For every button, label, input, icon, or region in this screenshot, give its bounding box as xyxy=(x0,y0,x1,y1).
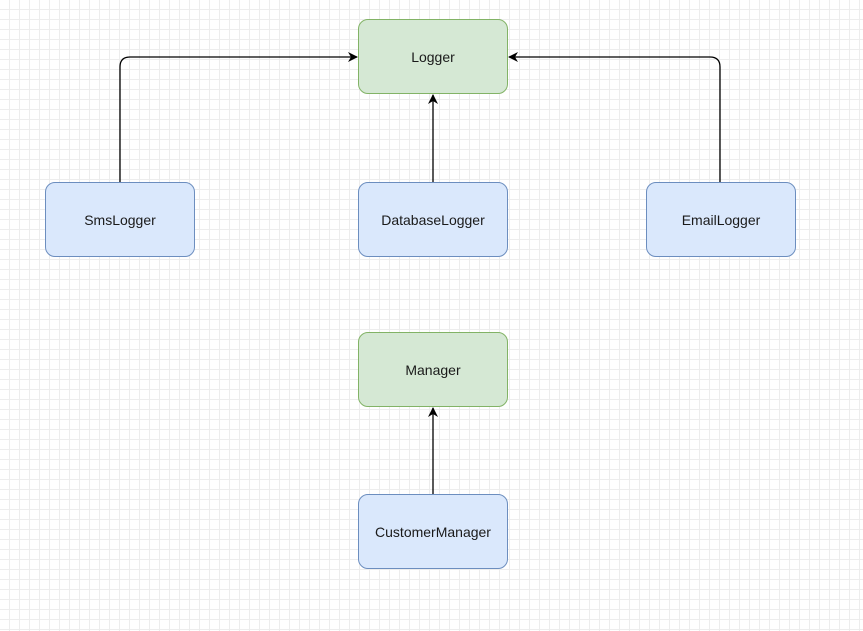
manager-node[interactable]: Manager xyxy=(358,332,508,407)
edge-smslogger-to-logger xyxy=(119,52,358,182)
database-logger-label: DatabaseLogger xyxy=(381,211,485,228)
customer-manager-node[interactable]: CustomerManager xyxy=(358,494,508,569)
customer-manager-label: CustomerManager xyxy=(375,523,491,540)
email-logger-node[interactable]: EmailLogger xyxy=(646,182,796,257)
email-logger-label: EmailLogger xyxy=(681,211,761,228)
logger-node[interactable]: Logger xyxy=(358,19,508,94)
edge-emaillogger-to-logger xyxy=(508,52,721,182)
sms-logger-label: SmsLogger xyxy=(84,211,156,228)
manager-label: Manager xyxy=(405,361,461,378)
database-logger-node[interactable]: DatabaseLogger xyxy=(358,182,508,257)
logger-label: Logger xyxy=(411,48,455,65)
sms-logger-node[interactable]: SmsLogger xyxy=(45,182,195,257)
